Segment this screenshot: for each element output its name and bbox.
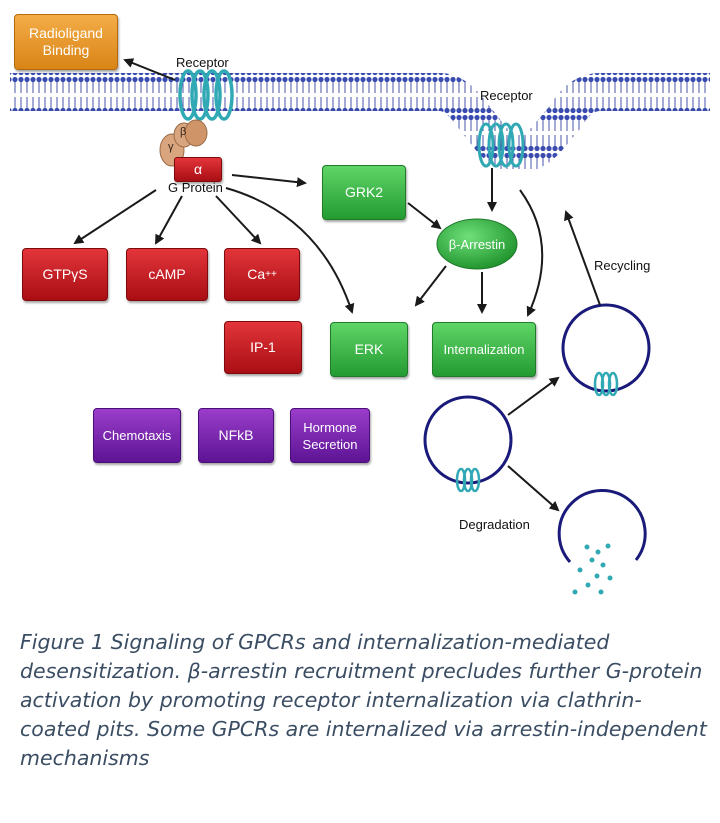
erk-box: ERK — [330, 322, 408, 377]
calcium-box: Ca++ — [224, 248, 300, 301]
receptor-label-top: Receptor — [176, 55, 229, 70]
calcium-label: Ca — [247, 266, 266, 282]
camp-box: cAMP — [126, 248, 208, 301]
radioligand-binding-box: Radioligand Binding — [14, 14, 118, 70]
beta-arrestin-label: β-Arrestin — [448, 236, 506, 252]
figure-caption: Figure 1 Signaling of GPCRs and internal… — [20, 630, 707, 770]
cell-membrane — [10, 73, 710, 173]
receptor-helices-pit — [477, 122, 525, 168]
beta-label: β — [180, 126, 187, 138]
arrestin-ellipse — [436, 218, 518, 270]
alpha-subunit-box: α — [174, 157, 222, 182]
grk2-box: GRK2 — [322, 165, 406, 220]
internalization-box: Internalization — [432, 322, 536, 377]
vesicle-early — [423, 395, 513, 493]
gpcr-signaling-diagram: Receptor Receptor G Protein Recycling De… — [10, 14, 710, 595]
nfkb-box: NFkB — [198, 408, 274, 463]
hormone-secretion-box: Hormone Secretion — [290, 408, 370, 463]
pathway-arrows — [73, 58, 601, 512]
calcium-charge: ++ — [265, 269, 277, 280]
gtpys-box: GTPγS — [22, 248, 108, 301]
ip1-box: IP-1 — [224, 321, 302, 374]
vesicle-degradation — [557, 488, 647, 595]
g-protein-label: G Protein — [168, 180, 223, 195]
vesicle-recycling — [561, 303, 651, 397]
diagram-graphics — [10, 58, 710, 595]
chemotaxis-box: Chemotaxis — [93, 408, 181, 463]
receptor-label-pit: Receptor — [480, 88, 533, 103]
receptor-helices-left — [178, 69, 234, 121]
recycling-label: Recycling — [594, 258, 651, 273]
g-protein-subunits — [159, 119, 208, 167]
degradation-label: Degradation — [459, 517, 530, 532]
gamma-label: γ — [168, 141, 174, 153]
